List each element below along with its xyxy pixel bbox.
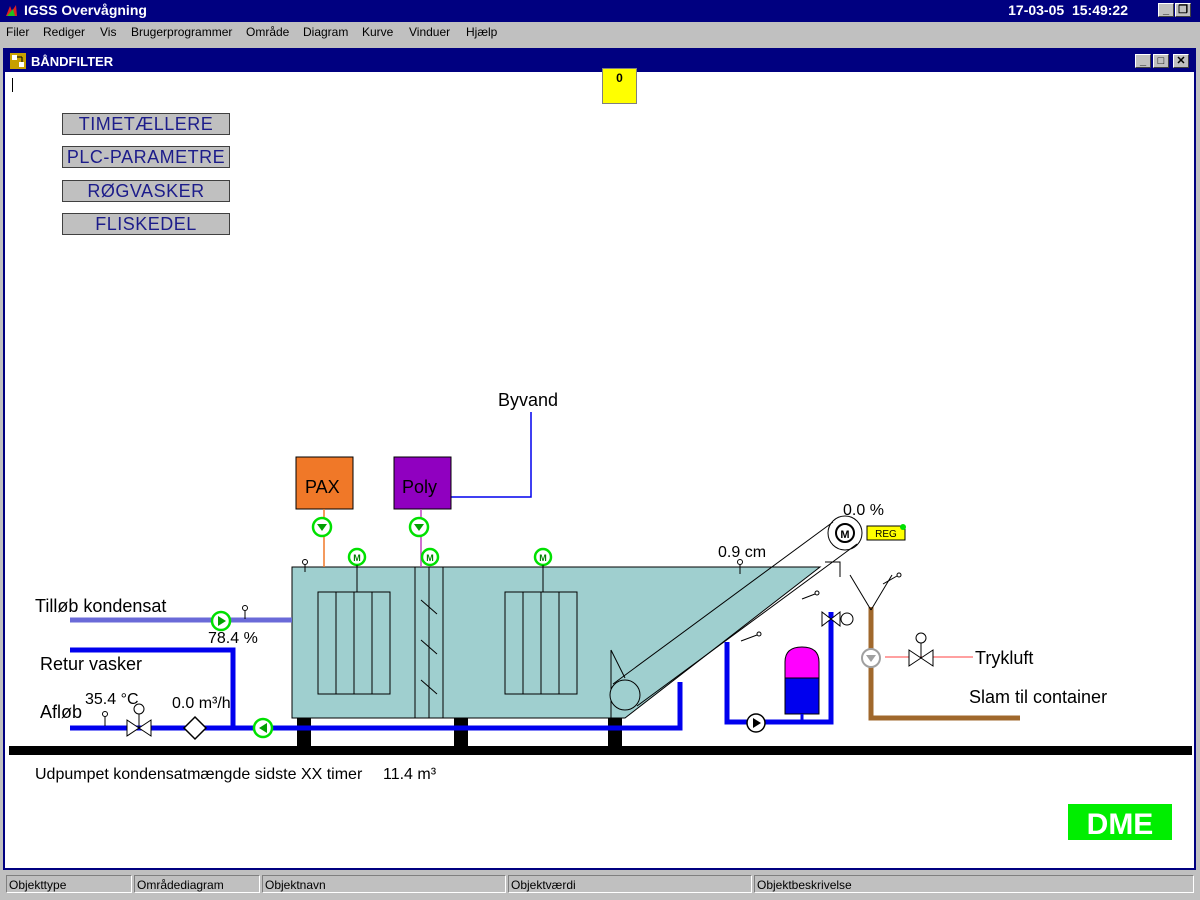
app-title: IGSS Overvågning [24, 2, 147, 18]
menu-item-diagram[interactable]: Diagram [303, 25, 349, 39]
afloeb-label: Afløb [40, 702, 83, 722]
tank-leg [297, 716, 311, 748]
child-close-button[interactable]: ✕ [1173, 54, 1189, 68]
status-omraadediagram: Områdediagram [134, 875, 260, 893]
mixer-motor-icon[interactable]: M [420, 547, 440, 567]
reg-label: REG [875, 529, 897, 540]
svg-text:M: M [539, 553, 547, 563]
temp-sensor-icon [102, 711, 108, 726]
status-objekttype: Objekttype [6, 875, 132, 893]
process-diagram: M REG [9, 412, 1192, 841]
baandfilter-window: BÅNDFILTER _ □ ✕ 0 TIMETÆLLERE PLC-PARAM… [3, 48, 1196, 870]
clock: 17-03-05 15:49:22 [1008, 2, 1128, 18]
timetaellere-button[interactable]: TIMETÆLLERE [62, 113, 230, 135]
belt-motor-icon[interactable]: M [835, 523, 855, 543]
igss-app-icon [4, 3, 19, 18]
air-valve-icon[interactable] [908, 632, 934, 667]
drain-valve-icon[interactable] [126, 703, 152, 737]
alarm-counter[interactable]: 0 [602, 68, 637, 104]
fliskedel-button[interactable]: FLISKEDEL [62, 213, 230, 235]
level-value: 0.9 cm [718, 544, 767, 561]
wash-pump-icon[interactable] [746, 713, 766, 733]
belt-outlet-line [825, 561, 841, 577]
slam-label: Slam til container [969, 687, 1108, 707]
restore-button[interactable]: ❐ [1175, 3, 1191, 17]
menu-item-rediger[interactable]: Rediger [43, 25, 86, 39]
mixer-motor-icon[interactable]: M [533, 547, 553, 592]
lamella-block-left [317, 591, 391, 695]
menu-item-kurve[interactable]: Kurve [362, 25, 394, 39]
diagram-icon [10, 53, 26, 69]
expansion-vessel[interactable] [784, 646, 820, 722]
belt-speed-value: 0.0 % [843, 502, 884, 519]
status-bar: Objekttype Områdediagram Objektnavn Obje… [0, 874, 1200, 896]
pax-pump-icon[interactable] [311, 516, 333, 538]
svg-text:DME: DME [1087, 808, 1154, 841]
menu-item-hjaelp[interactable]: Hjælp [466, 25, 498, 39]
tank-leg [608, 716, 622, 748]
flow-value: 0.0 m³/h [172, 695, 231, 712]
menu-item-brugerprogrammer[interactable]: Brugerprogrammer [131, 25, 233, 39]
temp-value: 35.4 °C [85, 691, 139, 708]
roegvasker-button[interactable]: RØGVASKER [62, 180, 230, 202]
level-sensor-icon [737, 559, 743, 574]
poly-label: Poly [402, 477, 438, 497]
svg-text:M: M [353, 553, 361, 563]
tilloeb-pct-value: 78.4 % [208, 630, 258, 647]
pipe-byvand [450, 412, 532, 498]
reg-indicator-icon [900, 524, 906, 530]
lamella-block-right [504, 591, 578, 695]
child-title: BÅNDFILTER [31, 54, 114, 69]
minimize-button[interactable]: _ [1158, 3, 1174, 17]
child-maximize-button[interactable]: □ [1153, 54, 1169, 68]
text-caret [12, 78, 13, 92]
pax-label: PAX [305, 477, 340, 497]
menu-item-filer[interactable]: Filer [6, 25, 30, 39]
menu-item-vis[interactable]: Vis [100, 25, 117, 39]
process-canvas: 0 TIMETÆLLERE PLC-PARAMETRE RØGVASKER FL… [5, 68, 1194, 868]
app-titlebar: IGSS Overvågning 17-03-05 15:49:22 _ ❐ [0, 0, 1200, 22]
poly-tank[interactable] [393, 456, 452, 510]
mixer-motor-icon[interactable]: M [347, 547, 367, 592]
filter-tank[interactable] [291, 566, 822, 719]
byvand-label: Byvand [498, 390, 559, 410]
status-objektvaerdi: Objektværdi [508, 875, 752, 893]
pipe-sludge [868, 607, 1020, 721]
status-objektnavn: Objektnavn [262, 875, 506, 893]
child-minimize-button[interactable]: _ [1135, 54, 1151, 68]
wash-valve-icon[interactable] [821, 610, 854, 628]
trykluft-label: Trykluft [975, 648, 1034, 668]
pax-tank[interactable] [295, 456, 354, 510]
child-titlebar: BÅNDFILTER _ □ ✕ [5, 50, 1194, 72]
svg-text:M: M [840, 529, 849, 541]
belt-conveyor[interactable] [609, 515, 863, 718]
menu-item-omraade[interactable]: Område [246, 25, 290, 39]
inlet-sensor-icon [242, 605, 248, 619]
menu-item-vinduer[interactable]: Vinduer [409, 25, 451, 39]
dme-logo: DME [1068, 804, 1172, 841]
flow-meter-icon[interactable] [182, 715, 208, 741]
sludge-pump-icon[interactable] [861, 648, 881, 668]
tilloeb-label: Tilløb kondensat [35, 596, 167, 616]
reg-badge[interactable] [866, 525, 906, 541]
inlet-pump-icon[interactable] [210, 610, 232, 632]
poly-pump-icon[interactable] [408, 516, 430, 538]
tank-sensor-icon [302, 559, 308, 572]
ground-line [9, 746, 1192, 755]
retur-label: Retur vasker [40, 654, 143, 674]
menu-bar: Filer Rediger Vis Brugerprogrammer Områd… [0, 22, 1200, 43]
svg-text:M: M [426, 553, 434, 563]
mixer-paddles [420, 567, 438, 718]
plc-parametre-button[interactable]: PLC-PARAMETRE [62, 146, 230, 168]
drain-pump-icon[interactable] [252, 717, 274, 739]
sludge-hopper [849, 574, 893, 611]
pumped-value: 11.4 m³ [383, 766, 437, 783]
pipes-blue [70, 612, 834, 731]
tank-leg [454, 716, 468, 748]
status-objektbeskrivelse: Objektbeskrivelse [754, 875, 1194, 893]
clock-time: 15:49:22 [1071, 2, 1128, 18]
pumped-label: Udpumpet kondensatmængde sidste XX timer [35, 766, 363, 783]
spray-switch-icon [740, 572, 902, 642]
clock-date: 17-03-05 [1008, 2, 1065, 18]
